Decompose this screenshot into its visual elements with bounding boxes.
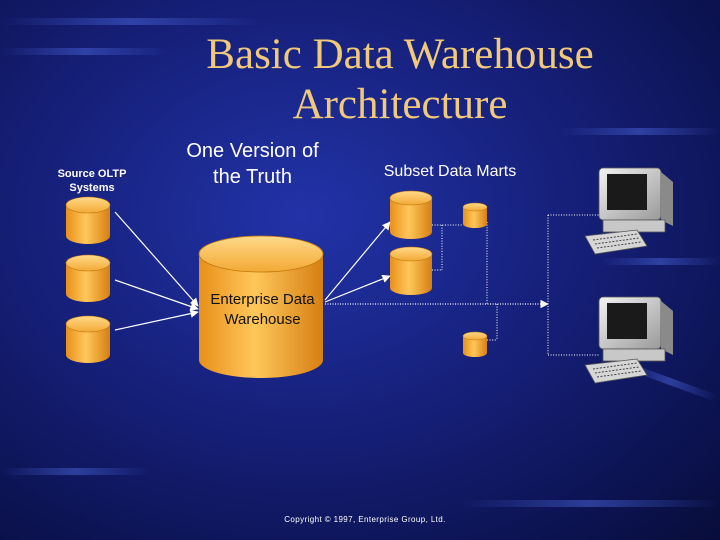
enterprise-warehouse-label: Enterprise Data Warehouse xyxy=(210,291,315,328)
enterprise-warehouse-cylinder xyxy=(198,235,324,378)
data-mart-cylinder xyxy=(389,190,433,239)
data-mart-cylinder xyxy=(389,246,433,295)
slide-title: Basic Data Warehouse Architecture xyxy=(206,31,594,128)
data-marts-heading: Subset Data Marts xyxy=(383,163,517,180)
background-stripe xyxy=(460,500,720,507)
copyright-notice: Copyright © 1997, Enterprise Group, Ltd. xyxy=(284,515,446,524)
background-stripe xyxy=(0,18,260,25)
network-lines xyxy=(432,214,600,356)
source-oltp-cylinder xyxy=(65,254,111,302)
source-arrow xyxy=(114,279,199,311)
warehouse-heading: One Version of the Truth xyxy=(186,140,319,188)
mart-arrow xyxy=(324,274,391,303)
background-stripe xyxy=(0,468,150,475)
background-stripe xyxy=(560,128,720,135)
background-stripe xyxy=(0,48,170,55)
workstation-computer-icon xyxy=(584,296,673,384)
source-oltp-label: Source OLTP Systems xyxy=(57,168,127,194)
mart-arrow xyxy=(324,221,391,301)
source-oltp-cylinder xyxy=(65,315,111,363)
source-arrow xyxy=(114,211,199,307)
mart-connectors xyxy=(324,221,549,309)
workstation-computer-icon xyxy=(584,167,673,255)
source-connectors xyxy=(114,211,199,331)
source-arrow xyxy=(114,309,199,331)
data-mart-cylinder xyxy=(462,331,488,357)
source-oltp-cylinder xyxy=(65,196,111,244)
background-stripe xyxy=(600,258,720,265)
data-mart-cylinder xyxy=(462,202,488,228)
